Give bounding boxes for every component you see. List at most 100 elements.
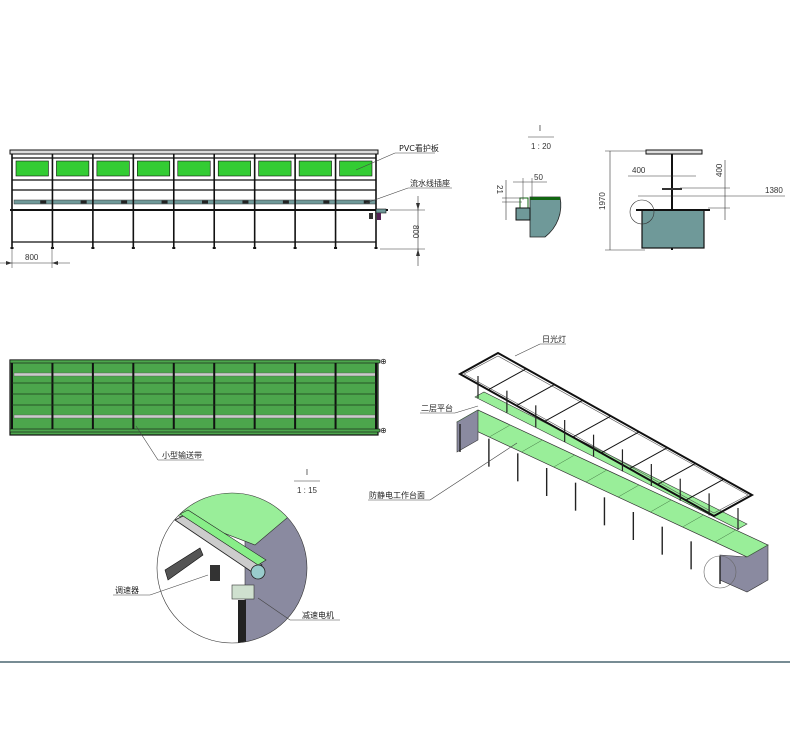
conveyor-frame (9, 359, 379, 436)
side-rail (9, 359, 381, 364)
socket (40, 200, 47, 204)
callout-line-socket: 流水线插座 (410, 178, 450, 188)
pvc-panel (137, 160, 171, 177)
foot (91, 247, 95, 249)
guide-bar (13, 414, 377, 419)
detail-label: I (306, 468, 308, 477)
socket-strip (13, 199, 377, 205)
conveyor-belt (179, 509, 267, 566)
foot (172, 247, 176, 249)
front-view: PVC看护板 流水线插座 800 800 (0, 143, 452, 268)
dim-arrow (416, 203, 420, 210)
pvc-panel (217, 160, 251, 177)
foot (374, 247, 378, 249)
lamp-divider (685, 478, 725, 501)
dim-table-height: 800 (411, 225, 420, 239)
detail-view-1: I 1 : 20 50 21 (495, 124, 562, 238)
detail-rail (530, 197, 560, 200)
leader-line (429, 442, 518, 501)
dim-total-height: 1970 (598, 192, 607, 210)
leader-line (355, 152, 396, 171)
foot (293, 247, 297, 249)
foot (212, 247, 216, 249)
lamp-divider (713, 494, 753, 517)
detail-label: I (539, 124, 541, 133)
pulley (250, 564, 266, 580)
dim-detail-width: 50 (534, 173, 543, 182)
worktop-seam (714, 529, 736, 543)
socket (121, 200, 128, 204)
leader-line (149, 574, 209, 596)
lamp-divider (629, 447, 668, 470)
speed-controller (210, 565, 220, 581)
pvc-panel (298, 160, 332, 177)
shelf (662, 188, 682, 190)
foot (50, 247, 54, 249)
dim-detail-height: 21 (495, 185, 504, 194)
lamp-divider (516, 384, 555, 406)
pvc-panel (96, 160, 130, 177)
detail-bracket (519, 197, 529, 209)
side-view: 1970 400 400 1380 (598, 149, 785, 251)
detail-view-2: I 1 : 15 调速器 减速电机 (113, 468, 340, 644)
isometric-view: 日光灯 二层平台 防静电工作台面 (368, 334, 769, 593)
dim-arrow (416, 249, 420, 256)
lamp-divider (572, 415, 612, 438)
worktop-seam (682, 514, 704, 528)
socket (242, 200, 249, 204)
pvc-panel (177, 160, 211, 177)
top-view: ⊕ ⊕ 小型输送带 (9, 357, 387, 461)
lamp-bar (645, 149, 703, 155)
lamp-divider (487, 368, 527, 391)
lamp-divider (657, 463, 696, 485)
leader-line (135, 425, 159, 461)
end-roller: ⊕ (380, 426, 387, 435)
callout-esd-worktop: 防静电工作台面 (369, 490, 425, 500)
worktop-seam (650, 499, 672, 513)
lamp-divider (544, 399, 583, 422)
conveyor-rail (174, 514, 263, 573)
foot (334, 247, 338, 249)
dim-arrow (52, 261, 58, 265)
esd-worktop (456, 409, 769, 558)
detail-scale: 1 : 15 (297, 486, 318, 495)
detail-cutaway (529, 196, 562, 238)
worktop-seam (521, 439, 543, 453)
leader-line (257, 597, 291, 621)
gear-motor (231, 584, 255, 600)
callout-daylight-lamp: 日光灯 (542, 334, 566, 344)
socket (202, 200, 208, 204)
detail-outline (156, 492, 308, 644)
pvc-panel (339, 160, 373, 177)
detail-scale: 1 : 20 (531, 142, 552, 151)
top-rail (9, 149, 379, 155)
callout-conveyor: 小型输送带 (162, 450, 202, 460)
worktop-seam (585, 469, 608, 483)
dim-table-depth: 1380 (765, 186, 783, 195)
pvc-panel (258, 160, 292, 177)
foot (131, 247, 135, 249)
callout-second-platform: 二层平台 (421, 403, 453, 413)
leader-line (454, 405, 479, 414)
callout-speed-controller: 调速器 (115, 586, 139, 595)
side-rail (9, 428, 381, 433)
dim-shelf-height: 400 (715, 163, 724, 177)
detail-marker (629, 199, 655, 225)
worktop-seam (489, 424, 511, 438)
worktop-seam (746, 544, 769, 558)
callout-gear-motor: 减速电机 (302, 610, 334, 620)
leader-line (514, 343, 541, 357)
socket (323, 200, 330, 204)
worktop-seam (456, 409, 479, 423)
socket (80, 200, 87, 204)
guide-bar (13, 372, 377, 377)
end-roller: ⊕ (380, 357, 387, 366)
detail-marker (703, 555, 737, 589)
worktop-seam (553, 454, 575, 468)
pvc-panel (56, 160, 90, 177)
cabinet (641, 209, 705, 249)
lamp-divider (459, 352, 499, 375)
worktop-seam (617, 484, 640, 498)
lower-rail (164, 547, 204, 581)
